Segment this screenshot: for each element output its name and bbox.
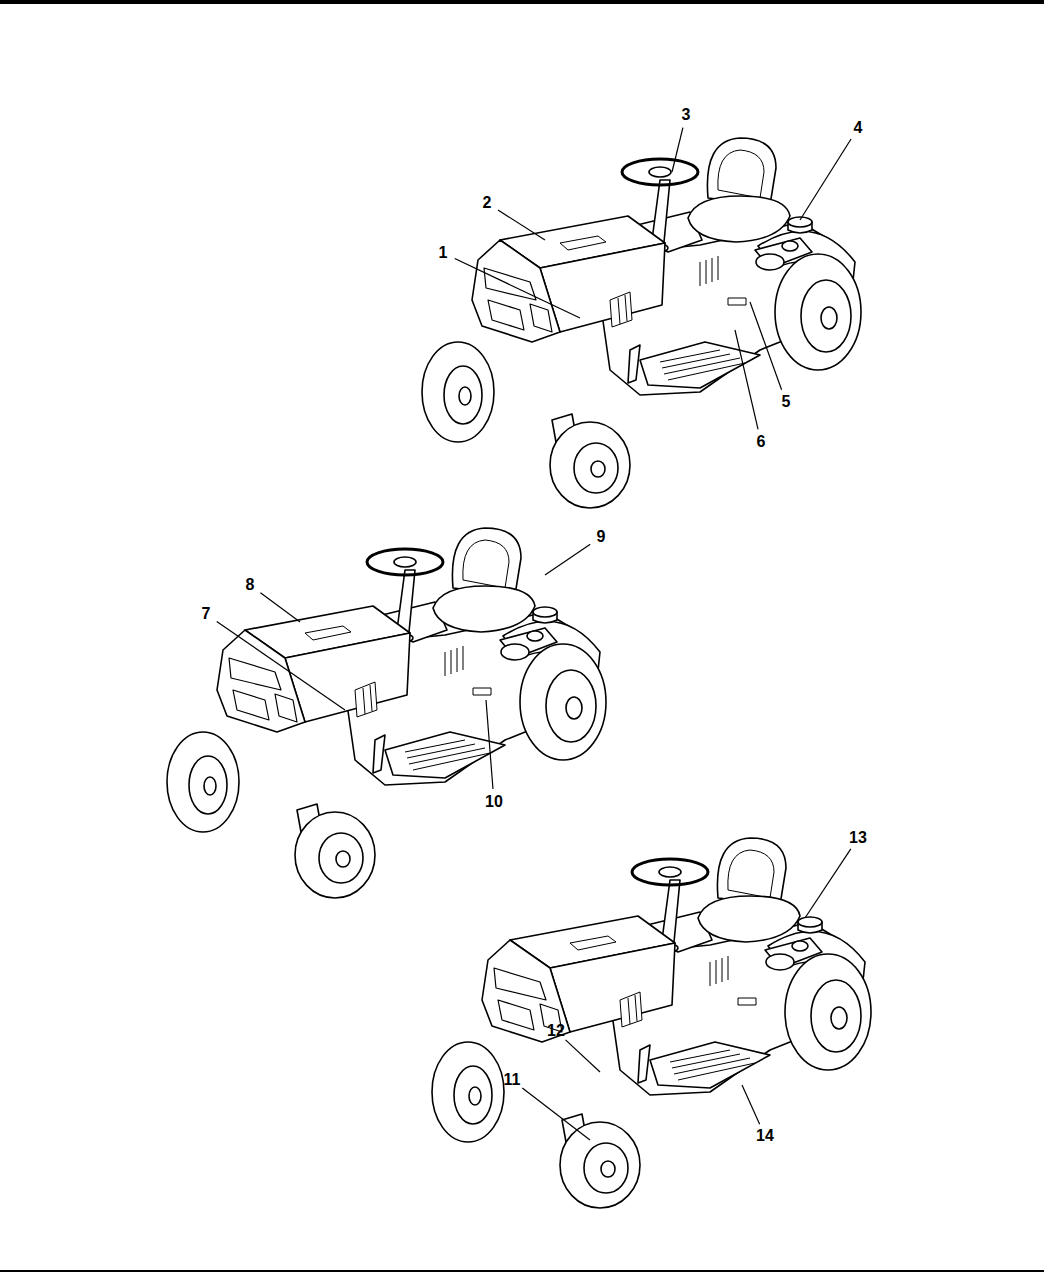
callout-number: 7 [202,606,211,622]
callout-number: 5 [782,394,791,410]
callout-number: 14 [756,1128,774,1144]
callout-number: 10 [485,794,503,810]
leader-line [742,1085,760,1124]
leader-line [522,1088,590,1140]
top-rule [0,0,1044,4]
leader-line [260,593,300,622]
leader-line [750,302,782,390]
callout-number: 3 [682,107,691,123]
leader-line [498,210,545,240]
callout-number: 1 [439,245,448,261]
callout-number: 6 [757,434,766,450]
callout-number: 9 [597,529,606,545]
leader-line [217,621,345,710]
leader-line [566,1040,600,1072]
callout-number: 12 [547,1023,565,1039]
leader-line [545,544,590,575]
leader-line [455,259,580,318]
bottom-rule [0,1270,1044,1272]
callout-number: 8 [246,577,255,593]
callout-number: 2 [483,195,492,211]
leader-line [735,330,758,429]
leader-line [672,128,683,172]
leader-line [486,700,493,789]
leader-line [800,139,851,220]
callout-number: 11 [504,1072,521,1088]
callout-number: 13 [849,830,867,846]
tractor-view [167,528,606,898]
leader-line [805,849,851,918]
callout-number: 4 [854,120,863,136]
tractor-view [422,138,861,508]
tractor-view [432,838,871,1208]
